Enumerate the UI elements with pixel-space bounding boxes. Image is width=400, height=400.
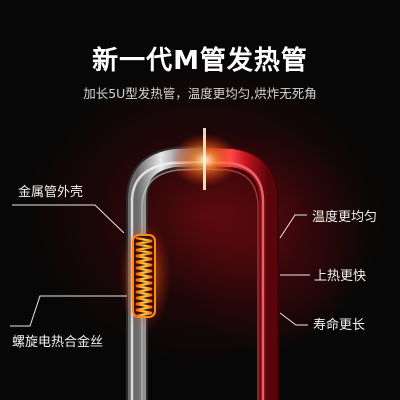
shell-callout-line: [12, 204, 125, 234]
feature-uniform-label: 温度更均匀: [312, 210, 378, 225]
spiral-wire-label: 螺旋电热合金丝: [12, 335, 104, 350]
uniform-callout-line: [279, 214, 307, 239]
heat-flare: [171, 128, 239, 190]
life-callout-line: [279, 312, 308, 326]
spiral-coil: [119, 221, 171, 331]
feature-fast-heating-label: 上热更快: [314, 269, 367, 284]
feature-long-life-label: 寿命更长: [313, 318, 366, 333]
heated-tube-right: [204, 146, 279, 400]
metal-shell-label: 金属管外壳: [18, 185, 84, 200]
callout-lines: [10, 204, 310, 327]
page-subtitle: 加长5U型发热管，温度更均匀,烘炸无死角: [83, 86, 317, 101]
wire-callout-line: [10, 295, 127, 327]
page-title: 新一代M管发热管: [92, 46, 308, 76]
